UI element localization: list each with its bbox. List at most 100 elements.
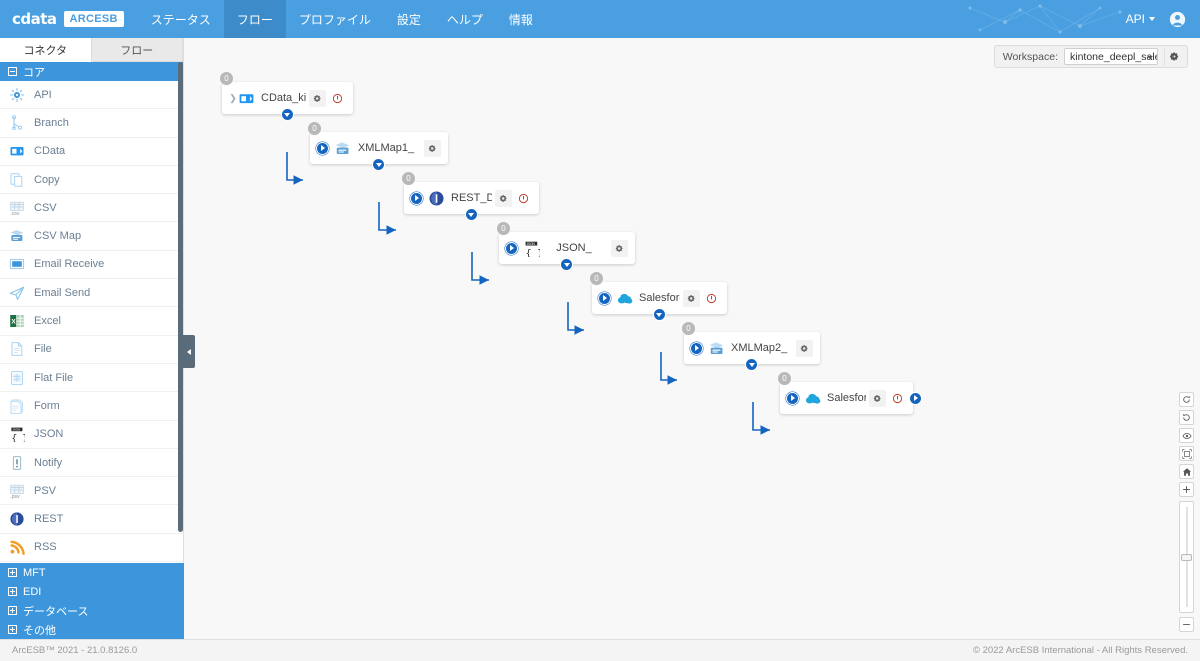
category-core[interactable]: コア <box>0 62 183 81</box>
brand-logo[interactable]: cdata ARCESB <box>0 0 138 38</box>
csv-map-icon <box>10 230 24 242</box>
nav-item-profile[interactable]: プロファイル <box>298 12 371 27</box>
node-settings-gear-icon[interactable] <box>309 89 326 107</box>
node-input-port[interactable] <box>598 291 611 305</box>
nav-item-status[interactable]: ステータス <box>150 12 211 27</box>
flow-canvas[interactable]: Workspace: kintone_deepl_sale <box>184 38 1200 639</box>
chevron-down-icon <box>1149 17 1155 21</box>
node-stop-icon[interactable] <box>889 390 906 407</box>
fit-to-screen-icon[interactable] <box>1179 446 1194 461</box>
sidebar-item-label: Excel <box>34 315 61 328</box>
top-navigation-bar: cdata ARCESB ステータス フロー プロファイル 設定 ヘルプ 情報 … <box>0 0 1200 38</box>
sidebar-item-form[interactable]: Form <box>0 392 183 421</box>
visibility-eye-icon[interactable] <box>1179 428 1194 443</box>
email-send-icon <box>9 286 25 300</box>
zoom-slider-thumb[interactable] <box>1181 554 1192 561</box>
svg-text:.csv: .csv <box>10 211 20 216</box>
node-output-port[interactable] <box>464 208 478 221</box>
node-input-port[interactable] <box>410 191 423 205</box>
sidebar-bottom-categories: MFT EDI データベース その他 <box>0 563 184 639</box>
node-stop-icon[interactable] <box>329 90 346 107</box>
flow-node-n7[interactable]: 0Salesforce_U... <box>777 371 922 414</box>
node-stop-icon[interactable] <box>515 190 532 207</box>
expand-plus-icon <box>8 625 17 634</box>
home-icon[interactable] <box>1179 464 1194 479</box>
zoom-out-icon[interactable] <box>1179 617 1194 632</box>
category-other[interactable]: その他 <box>0 620 184 639</box>
sidebar-item-cdata[interactable]: CData <box>0 138 183 166</box>
nav-item-info[interactable]: 情報 <box>508 12 533 27</box>
workspace-settings-gear[interactable] <box>1164 47 1184 66</box>
sidebar-item-rss[interactable]: RSS <box>0 534 183 563</box>
node-input-port[interactable] <box>505 241 518 255</box>
undo-icon[interactable] <box>1179 410 1194 425</box>
node-output-port[interactable] <box>745 358 758 371</box>
node-stop-icon[interactable] <box>703 290 720 307</box>
node-settings-gear-icon[interactable] <box>424 139 441 157</box>
zoom-slider[interactable] <box>1179 501 1194 613</box>
node-output-port[interactable] <box>652 308 666 321</box>
flow-node-n1[interactable]: 0❯CData_kinton... <box>219 71 353 121</box>
node-settings-gear-icon[interactable] <box>611 239 628 257</box>
node-settings-gear-icon[interactable] <box>683 289 700 307</box>
node-settings-gear-icon[interactable] <box>796 339 813 357</box>
sidebar-item-label: Branch <box>34 116 69 129</box>
sidebar-item-notify[interactable]: Notify <box>0 449 183 478</box>
node-title: JSON_ <box>556 242 592 254</box>
rest-icon <box>10 512 24 526</box>
sidebar-item-copy[interactable]: Copy <box>0 166 183 195</box>
sidebar-item-flat-file[interactable]: Flat File <box>0 364 183 393</box>
api-menu-label: API <box>1125 12 1145 26</box>
sidebar-item-rest[interactable]: REST <box>0 505 183 534</box>
redo-icon[interactable] <box>1179 392 1194 407</box>
sidebar-item-branch[interactable]: Branch <box>0 109 183 138</box>
zoom-in-icon[interactable] <box>1179 482 1194 497</box>
node-expand-chevron-icon[interactable]: ❯ <box>229 92 237 103</box>
nav-item-help[interactable]: ヘルプ <box>446 12 483 27</box>
node-output-port-right[interactable] <box>909 391 922 405</box>
sidebar-item-label: RSS <box>34 541 57 554</box>
sidebar-item-api[interactable]: API <box>0 81 183 110</box>
sidebar-scrollbar[interactable] <box>178 62 183 532</box>
email-receive-icon <box>9 259 25 270</box>
sidebar-item-email-receive[interactable]: Email Receive <box>0 251 183 280</box>
flow-node-n5[interactable]: 0Salesforce_Lo... <box>589 271 727 321</box>
sidebar-item-file[interactable]: File <box>0 336 183 364</box>
node-settings-gear-icon[interactable] <box>495 189 512 207</box>
node-input-port[interactable] <box>786 391 799 405</box>
api-menu-button[interactable]: API <box>1126 12 1155 26</box>
sidebar-item-email-send[interactable]: Email Send <box>0 279 183 308</box>
workspace-select[interactable]: kintone_deepl_sale <box>1064 48 1158 65</box>
sidebar-item-csv-map[interactable]: CSV Map <box>0 222 183 251</box>
category-database[interactable]: データベース <box>0 601 184 620</box>
category-mft[interactable]: MFT <box>0 563 184 582</box>
node-input-port[interactable] <box>316 141 329 155</box>
xmlmap-icon <box>709 341 724 354</box>
tab-flows[interactable]: フロー <box>91 38 183 62</box>
sidebar-item-label: CSV Map <box>34 230 82 243</box>
node-output-port[interactable] <box>372 158 385 171</box>
node-settings-gear-icon[interactable] <box>869 389 886 407</box>
sidebar-collapse-handle[interactable] <box>183 335 195 368</box>
node-input-port[interactable] <box>690 341 703 355</box>
category-edi[interactable]: EDI <box>0 582 184 601</box>
node-output-port[interactable] <box>560 258 573 271</box>
tab-connectors[interactable]: コネクタ <box>0 38 92 62</box>
csv-map-icon <box>9 228 25 244</box>
node-status-badge: 0 <box>496 221 511 236</box>
category-edi-label: EDI <box>23 585 42 598</box>
nav-item-flow[interactable]: フロー <box>223 0 286 38</box>
nav-item-settings[interactable]: 設定 <box>396 12 421 27</box>
sidebar-item-json[interactable]: JSON{ }JSON <box>0 421 183 449</box>
user-avatar-icon[interactable] <box>1169 11 1186 28</box>
node-output-port[interactable] <box>280 108 294 121</box>
node-status-badge: 0 <box>307 121 322 136</box>
